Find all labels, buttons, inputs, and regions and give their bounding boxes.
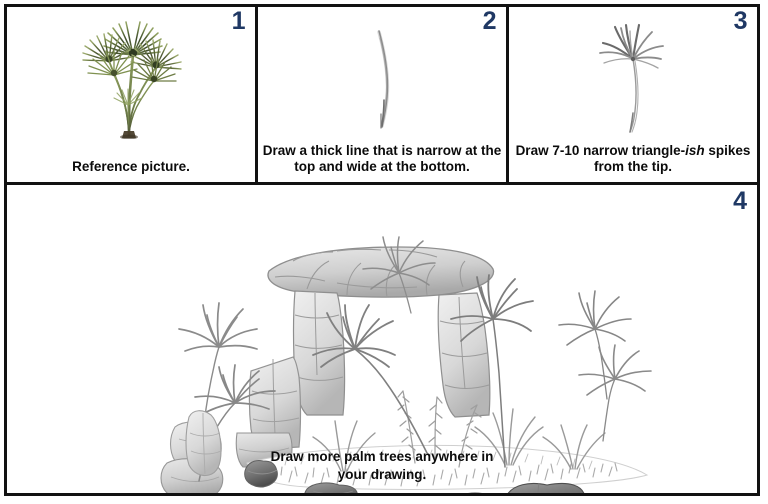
step-caption-3-before: Draw 7-10 narrow triangle- — [515, 142, 686, 158]
step-caption-3: Draw 7-10 narrow triangle-ish spikes fro… — [513, 143, 753, 176]
landscape-scene-sketch — [7, 185, 757, 493]
palm-tree-photo — [7, 11, 255, 139]
step-panel-1: 1 — [7, 7, 255, 182]
step-caption-1-text: Reference picture. — [72, 159, 190, 175]
step-number-1: 1 — [231, 7, 246, 35]
step-panel-2: 2 Draw a thick line that is narrow at th… — [255, 7, 506, 182]
step-caption-1: Reference picture. — [11, 159, 251, 176]
step-number-4: 4 — [733, 187, 747, 215]
step-caption-2: Draw a thick line that is narrow at the … — [262, 143, 502, 176]
step-panel-4: 4 — [7, 182, 757, 493]
step-caption-4-line1: Draw more palm trees anywhere in — [270, 449, 494, 465]
tutorial-sheet: 1 — [4, 4, 760, 496]
steps-row: 1 — [7, 7, 757, 182]
step-caption-2-text: Draw a thick line that is narrow at the … — [262, 142, 502, 175]
step-number-3: 3 — [733, 7, 748, 35]
step-caption-4: Draw more palm trees anywhere in your dr… — [7, 448, 757, 483]
frond-spikes-sketch — [509, 11, 757, 139]
curved-trunk-line-sketch — [258, 11, 506, 139]
step-caption-3-italic: ish — [685, 142, 705, 158]
step-caption-3-after: spikes from the tip. — [594, 142, 751, 175]
step-panel-3: 3 — [506, 7, 757, 182]
step-number-2: 2 — [482, 7, 497, 35]
step-caption-4-line2: your drawing. — [337, 466, 427, 482]
